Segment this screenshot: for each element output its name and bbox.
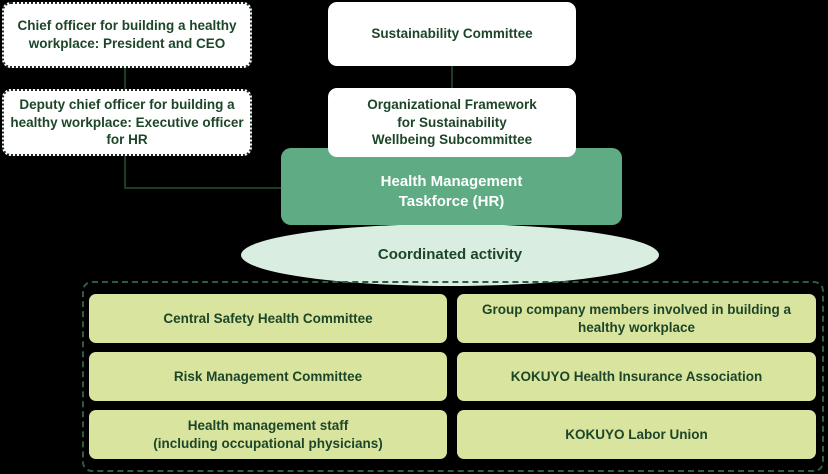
cell-risk-management-committee: Risk Management Committee	[89, 352, 447, 401]
sustainability-framework-box: Organizational Framework for Sustainabil…	[328, 88, 576, 157]
cell-kokuyo-labor-union: KOKUYO Labor Union	[457, 410, 816, 459]
coordinated-bodies-grid: Central Safety Health Committee Group co…	[89, 294, 816, 459]
cell-kokuyo-health-insurance-association: KOKUYO Health Insurance Association	[457, 352, 816, 401]
connector-deputy-down	[124, 155, 126, 189]
chief-officer-box: Chief officer for building a healthy wor…	[2, 2, 252, 68]
coordinated-bodies-panel: Central Safety Health Committee Group co…	[82, 281, 824, 472]
cell-health-management-staff: Health management staff (including occup…	[89, 410, 447, 459]
cell-central-safety-health-committee: Central Safety Health Committee	[89, 294, 447, 343]
sustainability-committee-box: Sustainability Committee	[328, 2, 576, 66]
connector-deputy-to-taskforce	[124, 187, 282, 189]
connector-committee-to-framework	[451, 65, 453, 89]
cell-group-company-members: Group company members involved in buildi…	[457, 294, 816, 343]
connector-chief-to-deputy	[124, 67, 126, 90]
deputy-chief-officer-box: Deputy chief officer for building a heal…	[2, 89, 252, 156]
health-management-taskforce-box: Health Management Taskforce (HR)	[281, 148, 622, 225]
coordinated-activity-ellipse: Coordinated activity	[241, 224, 659, 286]
